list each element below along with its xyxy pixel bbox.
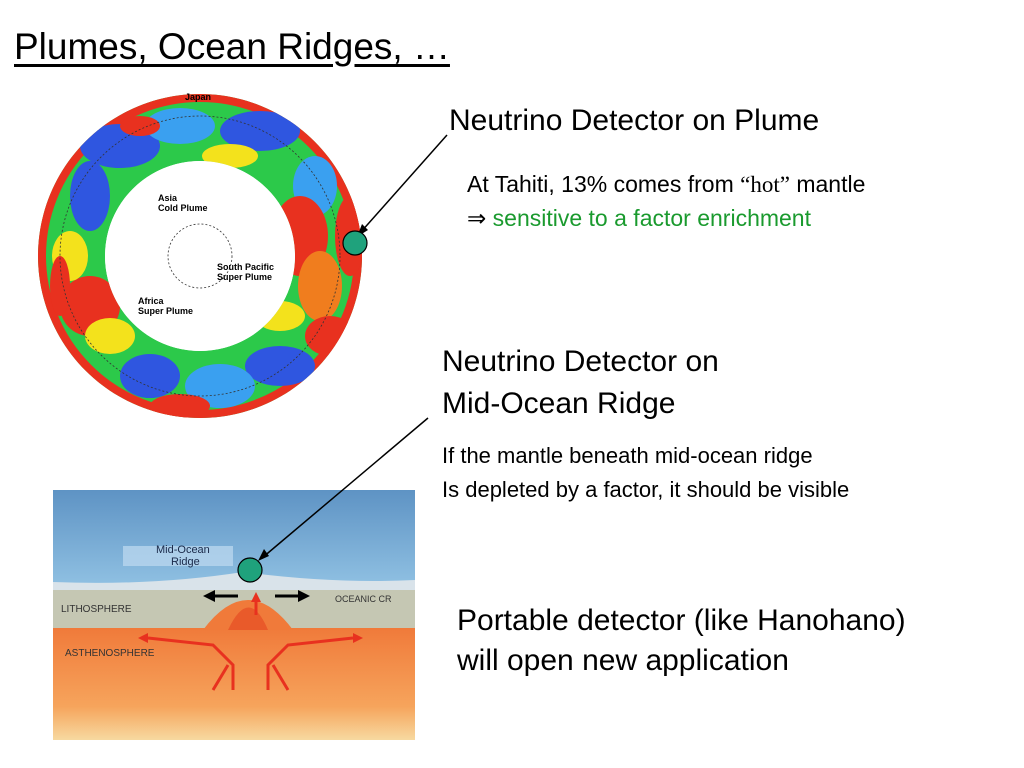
ridge-label-1: Mid-Ocean [156, 544, 210, 556]
ridge-body-line1: If the mantle beneath mid-ocean ridge [442, 443, 813, 468]
globe-label-af-super-plume: Super Plume [138, 306, 193, 316]
globe-label-asia: Asia [158, 193, 178, 203]
oceanic-crust-label: OCEANIC CR [335, 594, 392, 604]
quote-close: ” [779, 172, 790, 197]
tahiti-prefix: At Tahiti, 13% comes from [467, 171, 741, 197]
globe-label-south-pacific: South Pacific [217, 262, 274, 272]
globe-label-sp-super-plume: Super Plume [217, 272, 272, 282]
mid-ocean-ridge-diagram: Mid-Ocean Ridge LITHOSPHERE ASTHENOSPHER… [53, 490, 415, 740]
plume-heading: Neutrino Detector on Plume [449, 104, 820, 137]
ridge-body-line2: Is depleted by a factor, it should be vi… [442, 477, 850, 502]
globe-label-japan: Japan [185, 92, 211, 102]
ridge-detector-marker [237, 557, 263, 583]
implies-symbol: ⇒ [467, 205, 493, 231]
ridge-heading-line1: Neutrino Detector on [442, 345, 719, 378]
ridge-heading-line2: Mid-Ocean Ridge [442, 387, 676, 420]
lithosphere-label: LITHOSPHERE [61, 604, 132, 615]
plume-detector-marker [342, 230, 368, 256]
globe-label-africa: Africa [138, 296, 165, 306]
hot-word: hot [750, 172, 780, 197]
mantle-tomography-figure: Japan Asia Cold Plume South Pacific Supe… [38, 92, 363, 418]
globe-label-cold-plume: Cold Plume [158, 203, 208, 213]
quote-open: “ [740, 172, 751, 197]
enrichment-text: sensitive to a factor enrichment [492, 205, 811, 231]
enrichment-line: ⇒ sensitive to a factor enrichment [467, 201, 811, 235]
tahiti-line: At Tahiti, 13% comes from “hot” mantle [467, 167, 865, 202]
portable-line2: will open new application [457, 644, 789, 677]
tahiti-suffix: mantle [789, 171, 866, 197]
ridge-label-2: Ridge [171, 556, 200, 568]
asthenosphere-label: ASTHENOSPHERE [65, 648, 155, 659]
portable-line1: Portable detector (like Hanohano) [457, 604, 906, 637]
slide-title: Plumes, Ocean Ridges, … [14, 26, 450, 67]
